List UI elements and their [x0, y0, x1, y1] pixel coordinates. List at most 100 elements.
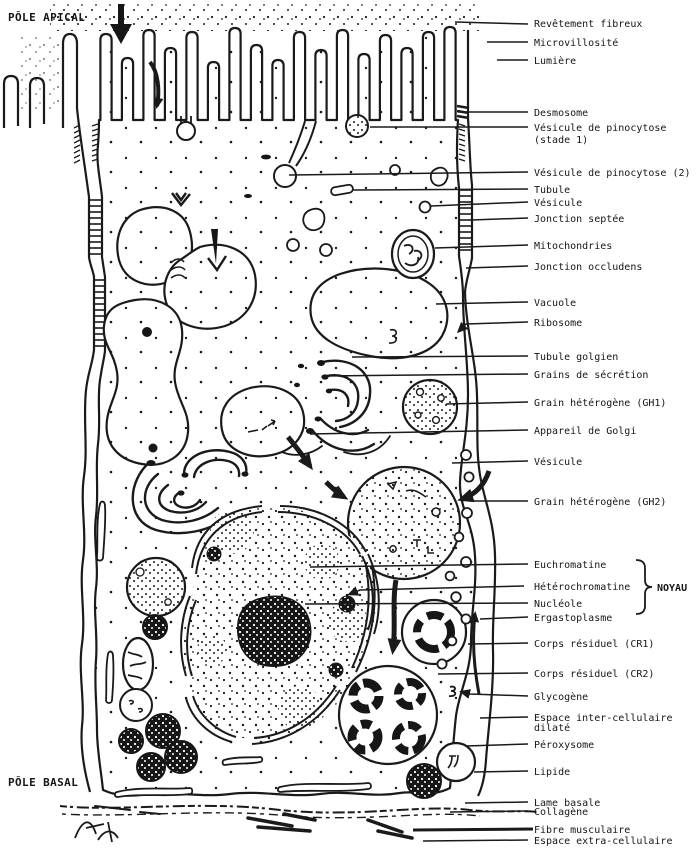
leader-gh1: [445, 401, 529, 405]
label-glycogene: Glycogène: [534, 691, 588, 703]
label-fibre-musculaire: Fibre musculaire: [534, 825, 630, 836]
vacuole: [220, 385, 306, 458]
label-jonction-septee: Jonction septée: [534, 213, 624, 225]
nucleus: [180, 505, 376, 745]
dense-body: [406, 763, 442, 799]
leader-tubule-golgien: [351, 355, 529, 358]
glycogen-marks: [128, 699, 144, 713]
label-collagene: Collagène: [534, 806, 588, 818]
label-revetement-fibreux: Revêtement fibreux: [534, 18, 642, 30]
leader-tubule: [351, 188, 529, 191]
leader-fibre-musculaire: [412, 827, 534, 832]
label-grain-heterogene-gh2: Grain hétérogène (GH2): [534, 496, 666, 508]
label-heterochromatine: Hétérochromatine: [534, 581, 630, 593]
leader-vacuole: [435, 301, 529, 305]
nuclear-envelope: [180, 505, 376, 745]
leader-lipide: [473, 770, 529, 773]
vacuole: [102, 298, 190, 466]
cr1-content: [413, 611, 455, 653]
label-lame-basale: Lame basale: [534, 798, 600, 809]
labels: PÔLE APICAL PÔLE BASAL Revêtement fibreu…: [8, 11, 691, 847]
leader-jonction-occludens: [465, 265, 529, 269]
pinocytosis-vesicle-2: [273, 164, 297, 188]
label-lipide: Lipide: [534, 767, 570, 778]
leader-nucleole: [304, 602, 529, 605]
grain-heterogene-GH1: [401, 378, 459, 436]
label-nucleole: Nucléole: [534, 598, 582, 610]
apical-entry-arrow: [110, 4, 132, 44]
peroxisome: [435, 741, 477, 783]
left-neighbour-membrane: [61, 32, 96, 793]
intercellular-up-arrow: [469, 611, 481, 695]
membrane-fuzz-ticks: [73, 123, 466, 164]
leader-lines: [288, 21, 534, 842]
wedge-arrow: [211, 229, 218, 264]
label-microvillosite: Microvillosité: [534, 37, 618, 49]
corps-residuel-CR1: [400, 598, 468, 666]
label-vesicule-2: Vésicule: [534, 456, 582, 468]
artist-signature: [74, 821, 119, 843]
leader-euchromatine: [309, 563, 529, 568]
membrane-to-gh2-arrow: [457, 470, 492, 503]
leader-heterochromatine: [347, 585, 525, 596]
cr2-content: [347, 678, 426, 755]
label-peroxysome: Péroxysome: [534, 739, 594, 751]
leader-ribosome: [456, 321, 529, 334]
label-tubule: Tubule: [534, 185, 570, 196]
leader-pinocytose2: [288, 171, 529, 176]
label-espace-extracellulaire: Espace extra-cellulaire: [534, 836, 672, 847]
cristae: [127, 651, 147, 680]
leader-collagene: [449, 810, 529, 813]
residual-bodies: [337, 598, 468, 766]
mitochondria: [121, 228, 436, 692]
label-tubule-golgien: Tubule golgien: [534, 352, 618, 363]
label-espace-intercellulaire: Espace inter-cellulaire: [534, 713, 672, 724]
label-corps-residuel-cr2: Corps résiduel (CR2): [534, 668, 654, 680]
leader-grains-secretion: [321, 373, 529, 377]
endocytosis-arrow: [148, 60, 164, 109]
leader-golgi: [309, 429, 529, 435]
tubule: [330, 183, 354, 197]
dense-granules: [118, 614, 198, 782]
label-euchromatine: Euchromatine: [534, 560, 606, 571]
glycogen-vesicle: [119, 688, 153, 722]
vacuole-marks: [142, 258, 398, 453]
label-appareil-golgi: Appareil de Golgi: [534, 426, 636, 437]
chevron-arrow: [171, 192, 191, 207]
leader-revetement: [454, 21, 529, 25]
leader-espace-extra: [422, 839, 529, 842]
neighbour-microvilli: [2, 74, 46, 128]
label-noyau: NOYAU: [657, 583, 687, 594]
label-mitochondries: Mitochondries: [534, 241, 612, 252]
nucleolus: [236, 595, 312, 667]
gh2-to-residual-arrow: [387, 579, 402, 655]
label-vacuole: Vacuole: [534, 298, 576, 309]
vesicle: [418, 200, 432, 214]
glycogen-rosette: [448, 685, 457, 697]
heterochromatin-patches: [197, 510, 368, 730]
golgi-to-gh2-arrow: [286, 435, 313, 471]
label-grain-heterogene-gh1: Grain hétérogène (GH1): [534, 397, 666, 409]
leader-glycogene: [459, 689, 529, 699]
leader-espace-inter: [479, 716, 529, 719]
label-ribosome: Ribosome: [534, 318, 582, 329]
lysosome: [125, 556, 187, 618]
label-lumiere: Lumière: [534, 55, 576, 67]
grain-heterogene-GH2: [346, 465, 462, 581]
label-stade-1: (stade 1): [534, 135, 588, 146]
pole-apical-label: PÔLE APICAL: [8, 11, 85, 24]
mitochondrion-inner-membrane: [397, 235, 429, 273]
pole-basal-label: PÔLE BASAL: [8, 776, 78, 789]
peroxisome-crystalloid: [447, 754, 459, 769]
golgi-to-gh2-arrow: [324, 480, 349, 500]
label-ergastoplasme: Ergastoplasme: [534, 613, 612, 624]
golgi-apparatus: [131, 359, 391, 535]
pit-neck: [180, 116, 192, 123]
label-jonction-occludens: Jonction occludens: [534, 262, 642, 273]
flow-arrows: [110, 4, 492, 695]
label-corps-residuel-cr1: Corps résiduel (CR1): [534, 638, 654, 650]
noyau-brace: [635, 559, 653, 615]
label-vesicule-pinocytose-2: Vésicule de pinocytose (2): [534, 167, 691, 179]
